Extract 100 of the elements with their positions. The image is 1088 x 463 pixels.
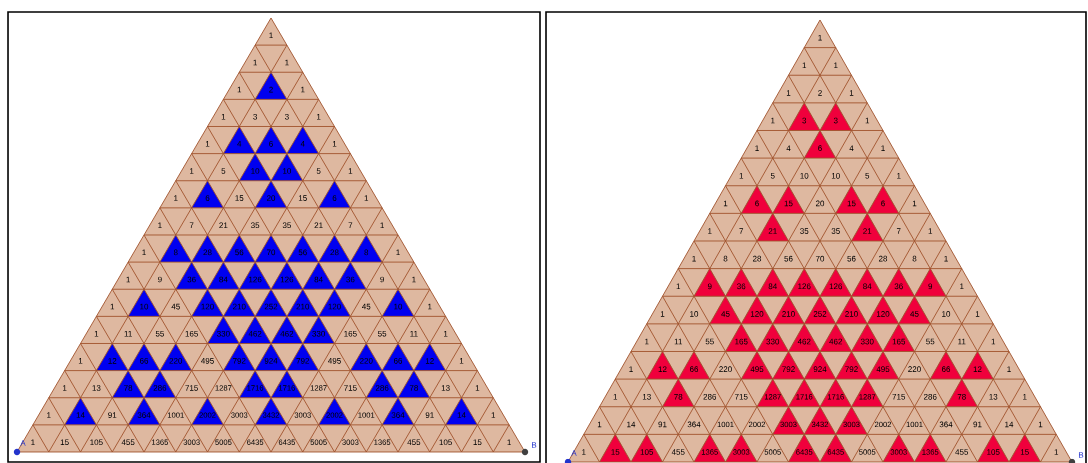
cell-number: 6 xyxy=(818,145,822,151)
cell-number: 36 xyxy=(346,276,355,283)
cell-number: 4 xyxy=(786,145,791,151)
cell-number: 7 xyxy=(189,222,194,228)
cell-number: 792 xyxy=(782,366,795,372)
cell-number: 1 xyxy=(459,358,464,364)
cell-number: 792 xyxy=(296,358,310,364)
cell-number: 1 xyxy=(645,338,649,345)
cell-number: 56 xyxy=(235,249,244,256)
cell-number: 14 xyxy=(457,412,466,418)
cell-number: 1 xyxy=(317,114,321,120)
cell-number: 462 xyxy=(248,330,262,337)
cell-number: 45 xyxy=(721,311,730,317)
cell-number: 36 xyxy=(187,276,196,283)
cell-number: 55 xyxy=(926,338,935,345)
cell-number: 120 xyxy=(750,311,764,317)
cell-number: 1 xyxy=(364,195,369,201)
cell-number: 1 xyxy=(126,276,130,283)
cell-number: 8 xyxy=(912,255,917,262)
cell-number: 91 xyxy=(973,421,982,428)
cell-number: 15 xyxy=(235,195,244,201)
cell-number: 56 xyxy=(298,249,307,256)
cell-number: 11 xyxy=(958,338,966,345)
cell-number: 45 xyxy=(910,311,919,317)
point-label: B xyxy=(1079,452,1084,458)
cell-number: 6 xyxy=(332,195,337,201)
cell-number: 7 xyxy=(739,228,744,234)
cell-number: 10 xyxy=(690,311,699,317)
cell-number: 1 xyxy=(1038,421,1043,428)
cell-number: 1 xyxy=(944,255,948,262)
cell-number: 8 xyxy=(723,255,728,262)
cell-number: 1 xyxy=(676,283,681,290)
cell-number: 6 xyxy=(881,200,885,207)
cell-number: 8 xyxy=(173,249,178,256)
cell-number: 455 xyxy=(955,449,969,455)
cell-number: 1 xyxy=(78,358,83,364)
cell-number: 220 xyxy=(719,366,732,372)
cell-number: 84 xyxy=(314,276,323,283)
cell-number: 1 xyxy=(771,117,775,124)
cell-number: 84 xyxy=(768,283,777,290)
cell-number: 105 xyxy=(90,439,103,446)
cell-number: 1 xyxy=(475,385,480,391)
cell-number: 1 xyxy=(849,90,854,96)
cell-number: 35 xyxy=(251,222,260,229)
cell-number: 210 xyxy=(845,311,858,317)
cell-number: 1 xyxy=(301,86,305,93)
cell-number: 28 xyxy=(752,255,762,262)
cell-number: 252 xyxy=(264,303,278,310)
cell-number: 1 xyxy=(47,412,51,418)
cell-number: 21 xyxy=(314,222,323,228)
cell-number: 1 xyxy=(1054,449,1059,455)
cell-number: 15 xyxy=(60,439,69,445)
cell-number: 66 xyxy=(139,358,149,364)
cell-number: 1 xyxy=(613,394,618,400)
cell-number: 286 xyxy=(703,393,717,400)
cell-number: 28 xyxy=(203,249,212,256)
cell-number: 7 xyxy=(348,222,353,228)
cell-number: 84 xyxy=(863,283,872,290)
cell-number: 28 xyxy=(330,249,339,256)
cell-number: 1 xyxy=(332,141,337,147)
cell-number: 14 xyxy=(1005,421,1014,428)
cell-number: 10 xyxy=(831,172,840,179)
cell-number: 1 xyxy=(444,330,448,337)
cell-number: 36 xyxy=(737,283,746,290)
cell-number: 13 xyxy=(441,385,450,391)
cell-number: 5 xyxy=(770,173,775,179)
cell-number: 15 xyxy=(473,439,482,445)
cell-number: 45 xyxy=(362,303,371,310)
cell-number: 20 xyxy=(815,200,825,207)
cell-number: 3 xyxy=(284,113,289,120)
cell-number: 364 xyxy=(391,412,405,418)
cell-number: 1 xyxy=(755,145,759,151)
cell-number: 14 xyxy=(76,412,85,418)
cell-number: 792 xyxy=(233,358,246,364)
cell-number: 66 xyxy=(689,366,699,372)
cell-number: 715 xyxy=(185,385,198,391)
cell-number: 12 xyxy=(108,358,117,364)
cell-number: 13 xyxy=(92,385,101,391)
cell-number: 4 xyxy=(237,141,242,147)
cell-number: 1 xyxy=(190,168,194,174)
cell-number: 165 xyxy=(892,338,906,345)
cell-number: 3 xyxy=(802,117,807,124)
point-label: A xyxy=(571,450,577,456)
cell-number: 11 xyxy=(410,330,418,337)
cell-number: 364 xyxy=(939,421,953,428)
cell-number: 1 xyxy=(380,222,384,228)
cell-number: 1 xyxy=(221,114,226,120)
cell-number: 455 xyxy=(671,449,685,455)
cell-number: 126 xyxy=(249,276,262,283)
cell-number: 455 xyxy=(121,439,135,445)
cell-number: 455 xyxy=(407,439,421,445)
cell-number: 924 xyxy=(264,358,278,364)
cell-number: 70 xyxy=(266,249,276,256)
cell-number: 105 xyxy=(640,449,654,455)
cell-number: 7 xyxy=(896,228,901,234)
cell-number: 55 xyxy=(378,330,387,337)
cell-number: 924 xyxy=(813,366,827,372)
cell-number: 78 xyxy=(674,393,683,400)
cell-number: 1 xyxy=(253,59,257,66)
cell-number: 10 xyxy=(251,168,260,174)
